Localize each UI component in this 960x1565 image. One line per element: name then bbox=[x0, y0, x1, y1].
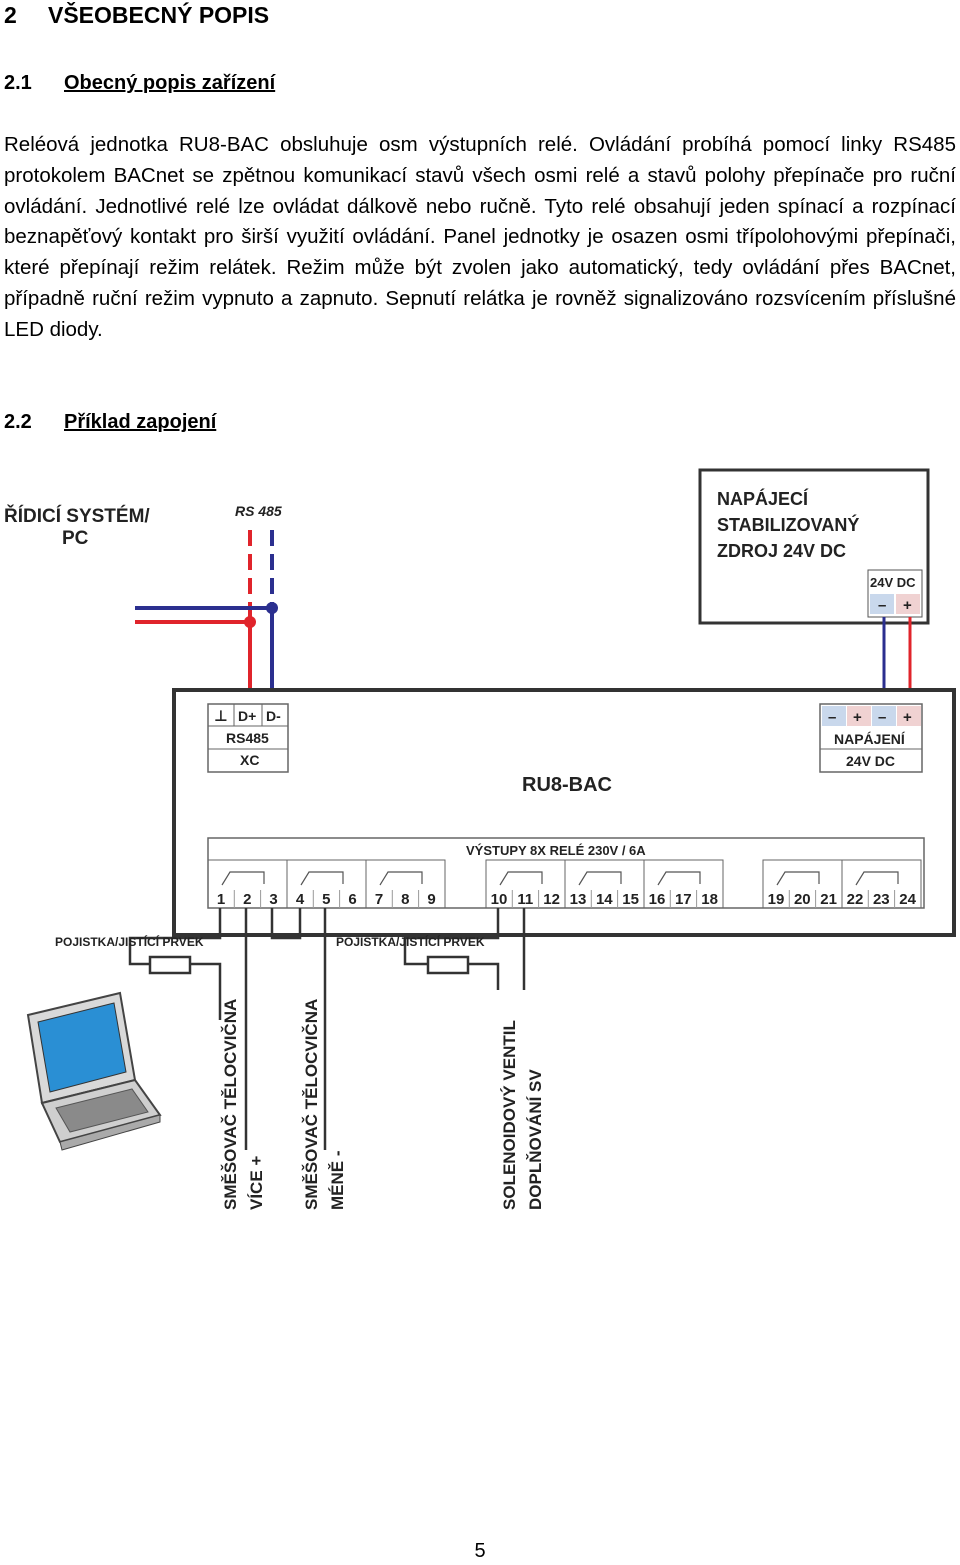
power-voltage-label: 24V DC bbox=[846, 753, 895, 769]
terminal-number: 20 bbox=[794, 891, 811, 908]
terminal-number: 6 bbox=[348, 891, 356, 908]
psu-label-line1: NAPÁJECÍ bbox=[717, 488, 809, 509]
relay-contact-symbol bbox=[657, 871, 701, 886]
page-number: 5 bbox=[474, 1540, 486, 1562]
psu-minus-terminal bbox=[870, 594, 894, 614]
blue-junction-dot bbox=[266, 602, 278, 614]
section-heading-2-1: 2.1 Obecný popis zařízení bbox=[4, 72, 275, 95]
section-title: Příklad zapojení bbox=[64, 411, 217, 433]
terminal-number: 2 bbox=[243, 891, 251, 908]
rs485-bus-label: RS 485 bbox=[235, 503, 282, 519]
load3-label-line2: DOPLŇOVÁNÍ SV bbox=[526, 1069, 545, 1210]
terminal-number: 4 bbox=[296, 891, 305, 908]
terminal-number: 5 bbox=[322, 891, 330, 908]
terminal-number: 14 bbox=[596, 891, 613, 908]
rs485-terminal-block bbox=[207, 703, 289, 773]
unit-name: RU8-BAC bbox=[522, 774, 612, 796]
relay-contact-symbol bbox=[221, 871, 265, 886]
unit-plus-label-2: + bbox=[903, 709, 912, 726]
unit-minus-label-1: – bbox=[828, 709, 836, 726]
psu-plus-terminal bbox=[896, 594, 920, 614]
load-wiring bbox=[128, 908, 526, 1150]
unit-minus-terminal-2 bbox=[872, 706, 896, 726]
chapter-number: 2 bbox=[4, 2, 17, 28]
xc-label: XC bbox=[240, 752, 259, 768]
fuse-2 bbox=[426, 955, 470, 975]
terminal-number: 9 bbox=[427, 891, 435, 908]
terminal-number: 22 bbox=[847, 891, 864, 908]
fuse-label-1: POJISTKA/JISTÍCÍ PRVEK bbox=[55, 934, 204, 949]
gnd-terminal-label: ⊥ bbox=[214, 708, 228, 725]
relay-contact-symbol bbox=[855, 871, 899, 886]
unit-minus-terminal-1 bbox=[822, 706, 846, 726]
fuse-1 bbox=[148, 955, 192, 975]
pc-label: PC bbox=[62, 528, 89, 549]
unit-plus-terminal-1 bbox=[847, 706, 871, 726]
chapter-title: VŠEOBECNÝ POPIS bbox=[48, 2, 270, 28]
terminal-number: 15 bbox=[622, 891, 639, 908]
terminal-number: 11 bbox=[517, 891, 533, 908]
wiring-diagram: ŘÍDICÍ SYSTÉM/ PC RS 485 NAPÁJECÍ STABIL… bbox=[4, 468, 956, 1211]
psu-label-line3: ZDROJ 24V DC bbox=[717, 541, 846, 561]
psu-dc-label: 24V DC bbox=[870, 575, 916, 590]
terminal-number: 8 bbox=[401, 891, 409, 908]
load1-label-line1: SMĚŠOVAČ TĚLOCVIČNA bbox=[221, 999, 240, 1210]
psu-minus-label: – bbox=[878, 597, 886, 614]
relay-contact-symbol bbox=[300, 871, 344, 886]
terminal-number: 16 bbox=[649, 891, 666, 908]
outputs-label: VÝSTUPY 8X RELÉ 230V / 6A bbox=[466, 843, 646, 858]
laptop-icon bbox=[26, 991, 162, 1151]
section-heading-2-2: 2.2 Příklad zapojení bbox=[4, 411, 216, 434]
terminal-number: 21 bbox=[820, 891, 837, 908]
section-number: 2.1 bbox=[4, 72, 32, 94]
load1-label-line2: VÍCE + bbox=[247, 1156, 266, 1210]
terminal-number: 7 bbox=[375, 891, 383, 908]
relay-contact-symbol bbox=[379, 871, 423, 886]
terminal-number: 13 bbox=[570, 891, 587, 908]
terminal-number: 1 bbox=[217, 891, 225, 908]
terminal-number: 3 bbox=[269, 891, 277, 908]
dminus-terminal-label: D- bbox=[266, 708, 281, 724]
section-title: Obecný popis zařízení bbox=[64, 72, 276, 94]
terminal-number: 19 bbox=[768, 891, 785, 908]
terminal-number: 23 bbox=[873, 891, 890, 908]
relay-contact-symbol bbox=[776, 871, 820, 886]
psu-plus-label: + bbox=[903, 597, 912, 614]
terminal-number: 10 bbox=[491, 891, 508, 908]
relay-group-6 bbox=[643, 859, 724, 909]
rs485-terminal-label: RS485 bbox=[226, 730, 269, 746]
unit-plus-terminal-2 bbox=[897, 706, 921, 726]
terminal-number: 24 bbox=[899, 891, 916, 908]
fuse-label-2: POJISTKA/JISTÍCÍ PRVEK bbox=[336, 934, 485, 949]
power-label: NAPÁJENÍ bbox=[834, 731, 906, 747]
terminal-number: 12 bbox=[543, 891, 560, 908]
terminal-number: 17 bbox=[675, 891, 692, 908]
load2-label-line1: SMĚŠOVAČ TĚLOCVIČNA bbox=[302, 999, 321, 1210]
terminal-number: 18 bbox=[701, 891, 718, 908]
dplus-terminal-label: D+ bbox=[238, 708, 256, 724]
control-system-label: ŘÍDICÍ SYSTÉM/ bbox=[4, 505, 150, 527]
red-junction-dot bbox=[244, 616, 256, 628]
chapter-heading: 2 VŠEOBECNÝ POPIS bbox=[4, 2, 269, 29]
relay-group-8 bbox=[841, 859, 922, 909]
relay-contact-symbol bbox=[578, 871, 622, 886]
relay-contact-symbol bbox=[499, 871, 543, 886]
unit-plus-label-1: + bbox=[853, 709, 862, 726]
outputs-terminal-strip bbox=[207, 837, 925, 909]
section-number: 2.2 bbox=[4, 411, 32, 433]
load2-label-line2: MÉNĚ - bbox=[328, 1151, 347, 1211]
psu-label-line2: STABILIZOVANÝ bbox=[717, 514, 859, 535]
description-paragraph: Reléová jednotka RU8-BAC obsluhuje osm v… bbox=[4, 133, 956, 341]
unit-minus-label-2: – bbox=[878, 709, 886, 726]
load3-label-line1: SOLENOIDOVÝ VENTIL bbox=[500, 1020, 519, 1210]
relay-group-3 bbox=[365, 859, 446, 909]
